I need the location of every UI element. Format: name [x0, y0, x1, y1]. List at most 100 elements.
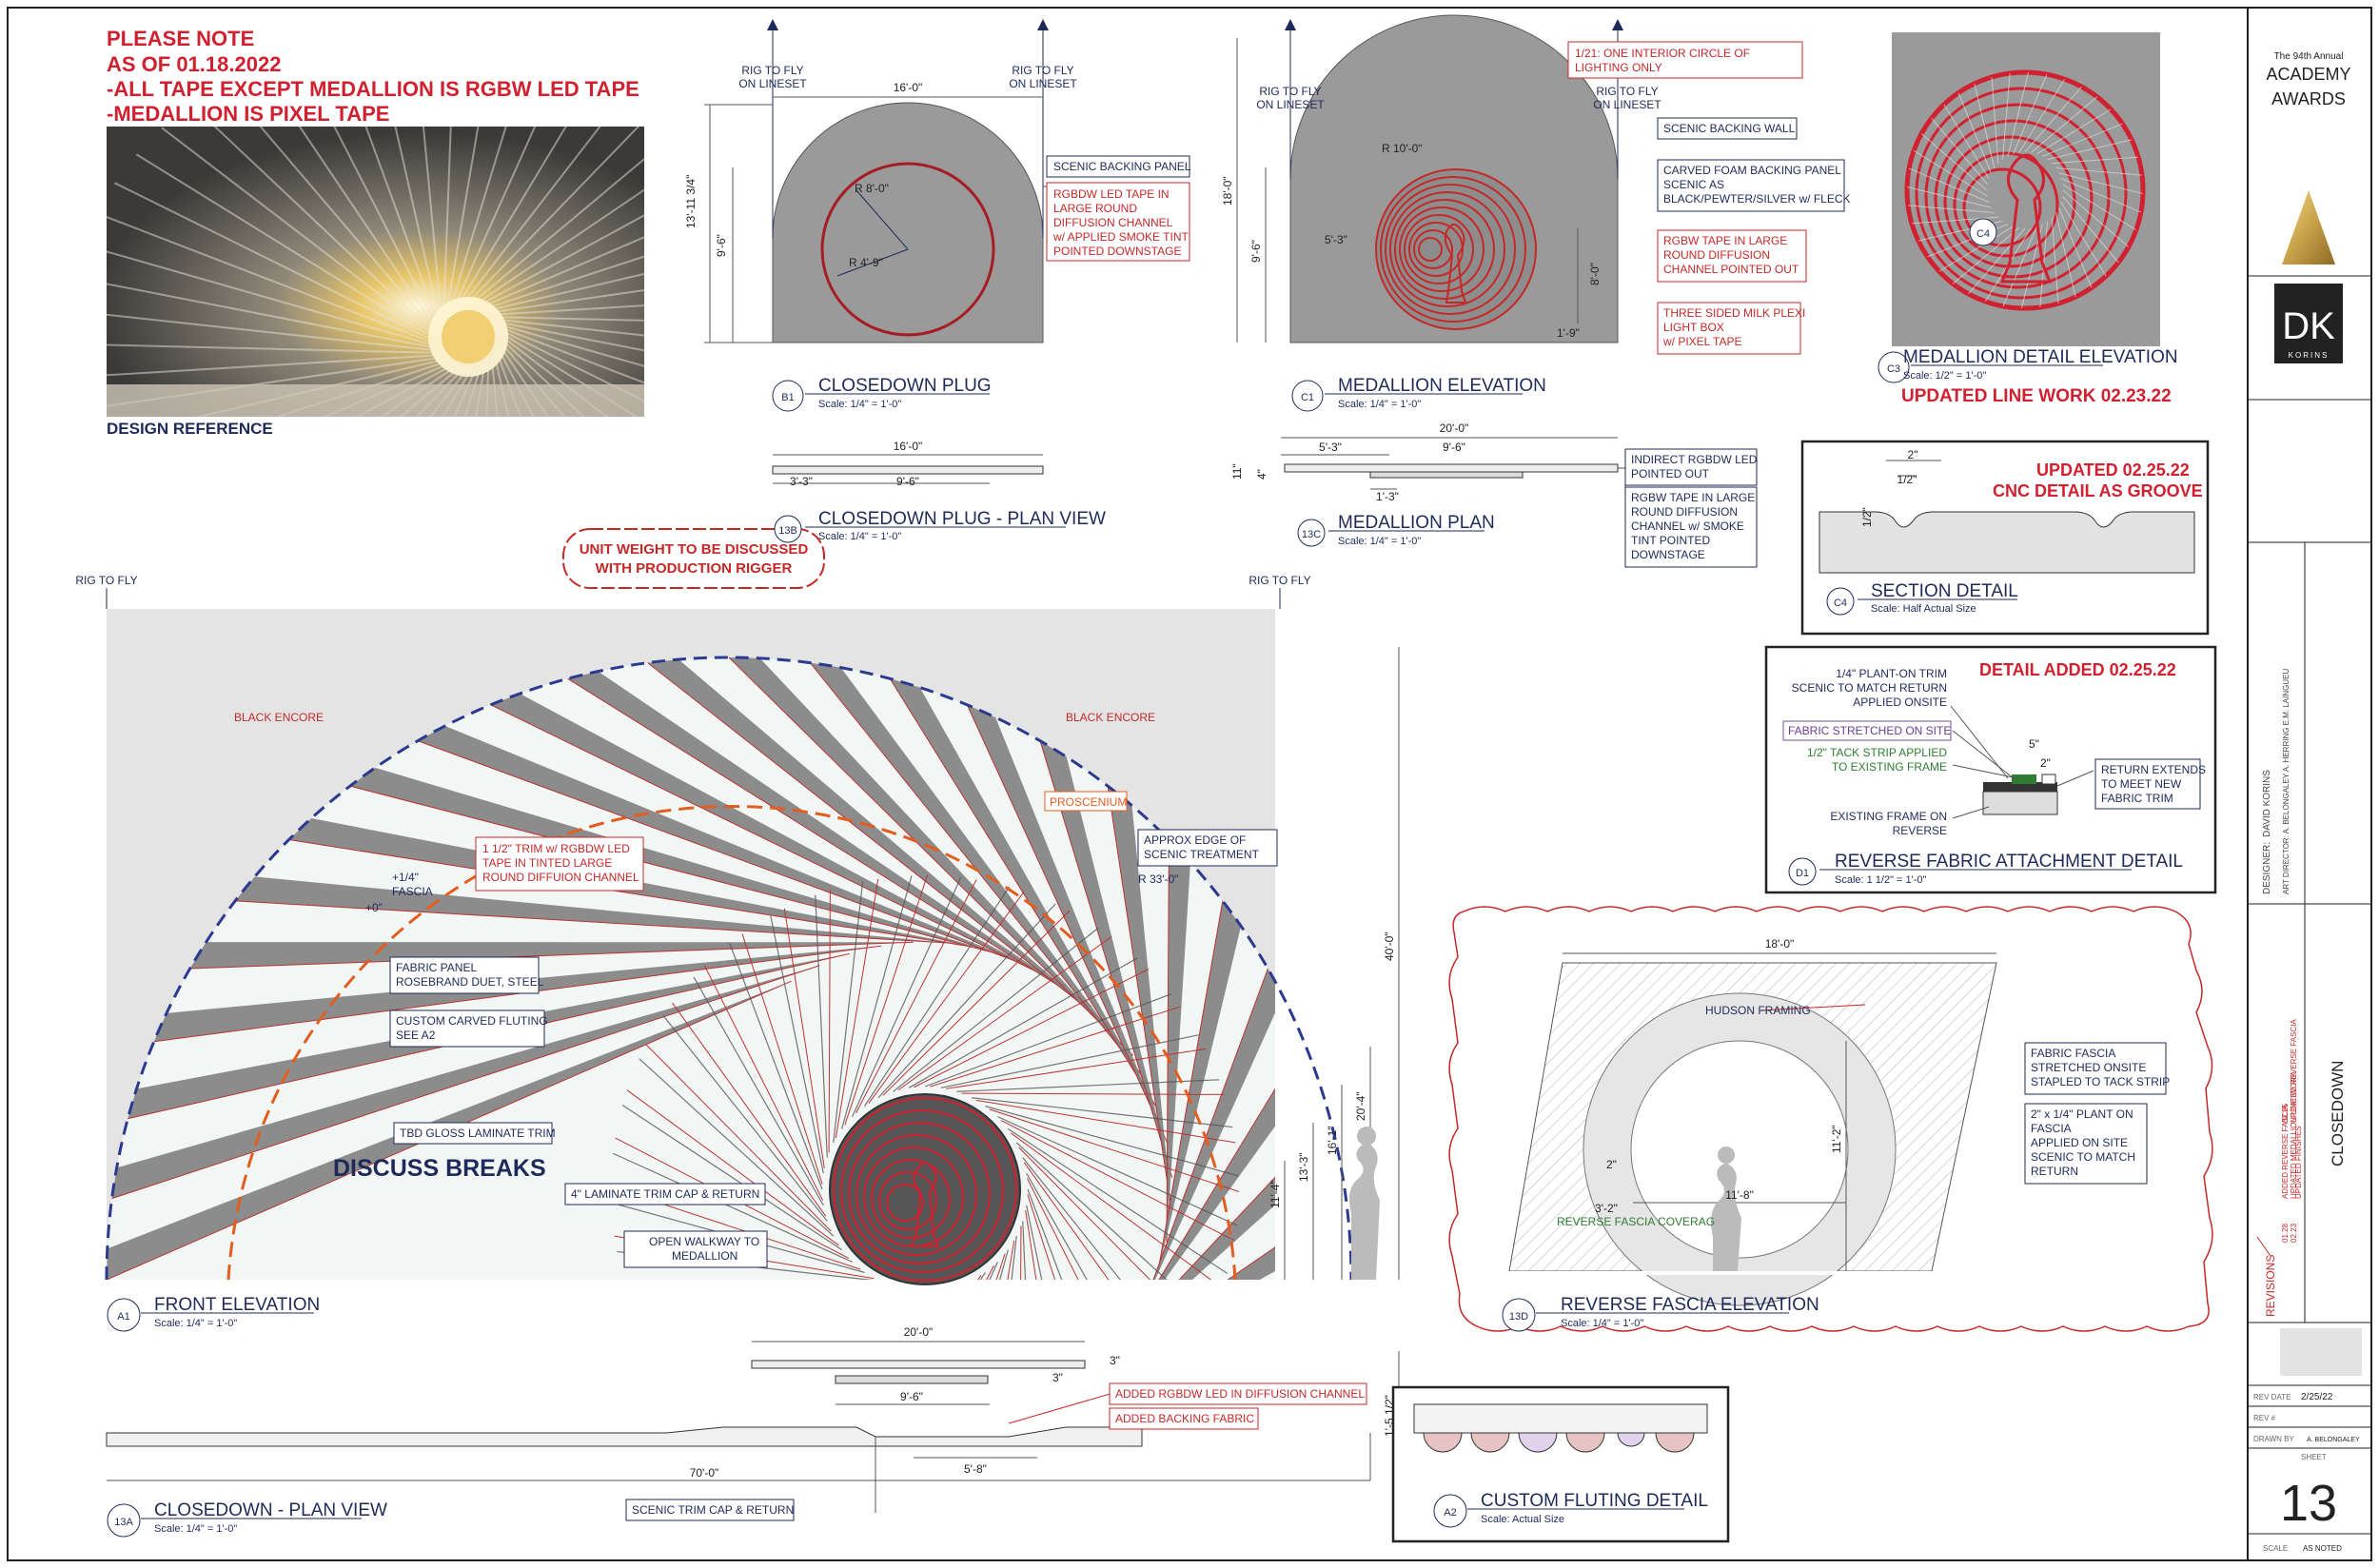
c4-scale: Scale: Half Actual Size — [1871, 603, 1976, 615]
d13-hudson-label: HUDSON FRAMING — [1705, 1004, 1811, 1017]
c4-tag: C4 — [1834, 598, 1847, 609]
svg-text:APPROX EDGE OF: APPROX EDGE OF — [1144, 833, 1246, 847]
svg-text:TINT POINTED: TINT POINTED — [1631, 534, 1710, 547]
svg-text:TO MEET NEW: TO MEET NEW — [2101, 777, 2182, 791]
unit-weight-cloud: UNIT WEIGHT TO BE DISCUSSED WITH PRODUCT… — [562, 528, 825, 589]
d1-title: REVERSE FABRIC ATTACHMENT DETAIL — [1835, 852, 2183, 872]
svg-text:RGBDW LED TAPE IN: RGBDW LED TAPE IN — [1053, 187, 1170, 201]
a13-dim-70: 70'-0" — [690, 1466, 719, 1480]
a1-black-encore-right: BLACK ENCORE — [1066, 711, 1155, 724]
svg-text:CHANNEL w/ SMOKE: CHANNEL w/ SMOKE — [1631, 519, 1744, 533]
svg-text:CUSTOM CARVED FLUTING: CUSTOM CARVED FLUTING — [396, 1014, 548, 1028]
svg-text:SCENIC TO MATCH: SCENIC TO MATCH — [2031, 1150, 2135, 1164]
a1-dim-161: 16'-1" — [1326, 1126, 1339, 1155]
svg-text:MEDALLION: MEDALLION — [672, 1249, 737, 1263]
a13-callout-led: ADDED RGBDW LED IN DIFFUSION CHANNEL — [1109, 1382, 1367, 1405]
custom-fluting-detail — [1391, 1385, 1730, 1543]
medallion-elevation — [1236, 14, 1623, 343]
svg-text:w/ APPLIED SMOKE TINT: w/ APPLIED SMOKE TINT — [1052, 230, 1189, 244]
d13-dim-118: 11'-8" — [1725, 1188, 1754, 1202]
svg-text:OPEN WALKWAY TO: OPEN WALKWAY TO — [649, 1235, 759, 1248]
b1plan-dim-a: 3'-3" — [790, 475, 813, 488]
svg-text:RETURN EXTENDS: RETURN EXTENDS — [2101, 763, 2206, 776]
svg-text:ADDED BACKING FABRIC: ADDED BACKING FABRIC — [1115, 1412, 1254, 1425]
d13-dim-width: 18'-0" — [1765, 937, 1795, 951]
c1plan-dim-a: 5'-3" — [1319, 441, 1342, 454]
c4-dim-b: 1/2" — [1897, 473, 1917, 486]
svg-text:STAPLED TO TACK STRIP: STAPLED TO TACK STRIP — [2031, 1075, 2170, 1088]
tb-firm-mark: DK — [2282, 305, 2335, 347]
svg-text:02.25: 02.25 — [2281, 1103, 2290, 1123]
svg-text:ROSEBRAND DUET, STEEL: ROSEBRAND DUET, STEEL — [396, 975, 544, 989]
c1plan-callout-tape: RGBW TAPE IN LARGE ROUND DIFFUSION CHANN… — [1624, 486, 1758, 568]
a13-callout-scenic: SCENIC TRIM CAP & RETURN — [625, 1499, 795, 1521]
svg-text:w/ PIXEL TAPE: w/ PIXEL TAPE — [1662, 335, 1741, 348]
b1-title-block: B1 CLOSEDOWN PLUG Scale: 1/4" = 1'-0" — [772, 376, 992, 412]
svg-text:RETURN: RETURN — [2031, 1165, 2078, 1178]
a13-dim-3b: 3" — [1052, 1371, 1063, 1384]
a1-rig-left: RIG TO FLY — [75, 574, 137, 587]
tb-revision-rows: 01.28 ADDED REVERSE FASCIA 02.23 UPDATED… — [2281, 1019, 2303, 1243]
c1-title-block: C1 MEDALLION ELEVATION Scale: 1/4" = 1'-… — [1291, 376, 1546, 412]
tb-rev-date-label: REV DATE — [2253, 1393, 2291, 1401]
a1-proscenium-label: PROSCENIUM — [1044, 791, 1128, 812]
a1-callout-fluting: CUSTOM CARVED FLUTING SEE A2 — [389, 1009, 548, 1048]
b1-callout-panel: SCENIC BACKING PANEL — [1046, 155, 1191, 178]
b1plan-title: CLOSEDOWN PLUG - PLAN VIEW — [818, 509, 1106, 529]
d1-callout-frame: EXISTING FRAME ON REVERSE — [1830, 810, 1947, 837]
a1-radius: R 33'-0" — [1138, 872, 1179, 886]
a2-tag: A2 — [1444, 1507, 1456, 1519]
svg-text:ADDED RGBDW LED IN DIFFUSION C: ADDED RGBDW LED IN DIFFUSION CHANNEL — [1115, 1387, 1365, 1401]
b1-rig-right-2: ON LINESET — [1009, 77, 1077, 90]
b1plan-dim-b: 9'-6" — [896, 475, 919, 488]
svg-text:1/21: ONE INTERIOR CIRCLE OF: 1/21: ONE INTERIOR CIRCLE OF — [1575, 47, 1750, 60]
c1plan-dim-c: 1'-3" — [1376, 490, 1399, 503]
svg-text:RGBW TAPE IN LARGE: RGBW TAPE IN LARGE — [1663, 234, 1787, 247]
c1plan-dim-total: 20'-0" — [1440, 421, 1469, 435]
svg-text:02.23: 02.23 — [2290, 1223, 2298, 1243]
c1-callout-rgbw: RGBW TAPE IN LARGE ROUND DIFFUSION CHANN… — [1657, 229, 1807, 283]
d1-callout-fabric: FABRIC STRETCHED ON SITE — [1782, 720, 1952, 741]
a2-scale: Scale: Actual Size — [1481, 1514, 1564, 1525]
note-line-4: -MEDALLION IS PIXEL TAPE — [107, 102, 389, 126]
note-line-2: AS OF 01.18.2022 — [107, 52, 281, 76]
a1-dim-114: 11'-4" — [1268, 1180, 1282, 1208]
c3-updated-note: UPDATED LINE WORK 02.23.22 — [1901, 386, 2172, 406]
a13-callout-backing: ADDED BACKING FABRIC — [1109, 1407, 1259, 1430]
tb-revisions-label: REVISIONS — [2264, 1255, 2277, 1317]
a13-dim-3a: 3" — [1110, 1354, 1120, 1367]
d13-callout-fascia: FABRIC FASCIA STRETCHED ONSITE STAPLED T… — [2024, 1042, 2170, 1095]
a2-title: CUSTOM FLUTING DETAIL — [1481, 1491, 1708, 1511]
a13-dim-20: 20'-0" — [904, 1325, 934, 1339]
tb-rev-date: 2/25/22 — [2301, 1392, 2333, 1402]
a1-dim-40: 40'-0" — [1383, 931, 1396, 961]
c1-dim-height: 18'-0" — [1221, 176, 1234, 206]
svg-text:FABRIC FASCIA: FABRIC FASCIA — [2031, 1047, 2115, 1060]
b1plan-dim-total: 16'-0" — [894, 440, 923, 453]
unit-weight-line-2: WITH PRODUCTION RIGGER — [596, 560, 793, 577]
svg-text:DOWNSTAGE: DOWNSTAGE — [1631, 548, 1705, 561]
d1-scale: Scale: 1 1/2" = 1'-0" — [1835, 874, 1927, 886]
a13-title: CLOSEDOWN - PLAN VIEW — [154, 1500, 387, 1520]
svg-text:A1: A1 — [117, 1311, 129, 1323]
general-notes: PLEASE NOTE AS OF 01.18.2022 -ALL TAPE E… — [107, 27, 639, 126]
c1-radius: R 10'-0" — [1382, 142, 1423, 155]
a1-callout-walkway: OPEN WALKWAY TO MEDALLION — [623, 1230, 768, 1268]
svg-text:LIGHTING ONLY: LIGHTING ONLY — [1575, 61, 1662, 74]
a1-black-encore-left: BLACK ENCORE — [234, 711, 324, 724]
a13-tag: 13A — [114, 1517, 133, 1528]
svg-text:2" x 1/4" PLANT ON: 2" x 1/4" PLANT ON — [2031, 1107, 2133, 1121]
b1-scale: Scale: 1/4" = 1'-0" — [818, 399, 901, 410]
c1-dim-offset: 5'-3" — [1325, 233, 1347, 246]
d1-callout-trim: 1/4" PLANT-ON TRIM SCENIC TO MATCH RETUR… — [1792, 667, 1947, 709]
c1-title: MEDALLION ELEVATION — [1338, 376, 1546, 396]
b1-rig-left-1: RIG TO FLY — [741, 64, 803, 77]
tb-drawn-label: DRAWN BY — [2253, 1435, 2294, 1443]
d13-coverage-label: REVERSE FASCIA COVERAG — [1557, 1215, 1715, 1228]
tb-drawn-by: A. BELONGALEY — [2307, 1437, 2360, 1443]
medallion-plan — [1281, 437, 1626, 552]
tb-scale-value: AS NOTED — [2303, 1544, 2342, 1553]
svg-text:POINTED DOWNSTAGE: POINTED DOWNSTAGE — [1053, 245, 1181, 258]
tb-event-small: The 94th Annual — [2274, 51, 2344, 62]
svg-text:UPDATED FINISHES: UPDATED FINISHES — [2294, 1126, 2303, 1199]
